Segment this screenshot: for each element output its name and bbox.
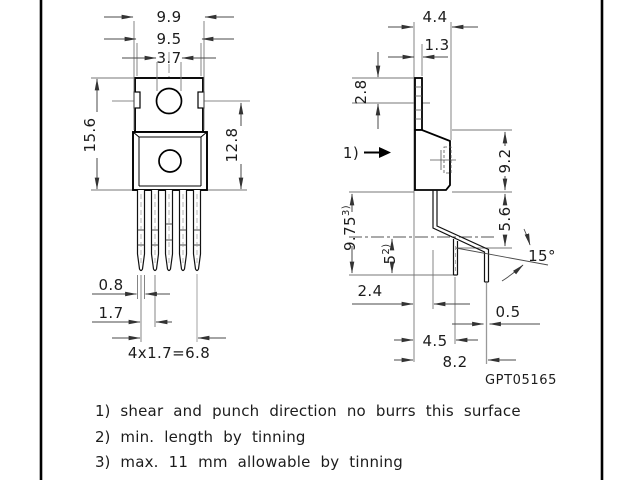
side-leads: [432, 190, 490, 283]
footnote-2-ref: 2): [95, 428, 111, 446]
dim-lead-width: 0.8: [98, 276, 123, 294]
dim-lead-pitch: 1.7: [98, 304, 123, 322]
front-body-outline: [132, 131, 208, 191]
dim-shoulder: 5.6: [496, 206, 514, 231]
dim-row2-offset: 8.2: [442, 353, 467, 371]
front-view: 9.9 9.5 3.7 15.6 12.8 0.8 1.7 4x1.7=6.8: [81, 8, 250, 362]
dim-body-thickness: 4.4: [422, 8, 447, 26]
bend-angle: [455, 228, 549, 282]
dim-row1-offset: 4.5: [422, 332, 447, 350]
footnote-3: 3) max. 11 mm allowable by tinning: [95, 453, 403, 471]
punch-direction-callout: 1): [343, 144, 391, 162]
body-hole: [158, 149, 182, 173]
frame-borders: [39, 0, 604, 480]
punch-direction-arrow-icon: [379, 147, 391, 158]
side-dimensions: [349, 24, 540, 363]
side-body-outline: [414, 129, 456, 191]
dim-tinning-length: 52): [381, 243, 399, 264]
dim-total-height: 15.6: [81, 118, 99, 153]
front-tab-outline: [133, 77, 205, 133]
footnote-1-ref: 1): [95, 402, 111, 420]
drawing-code: GPT05165: [485, 373, 557, 388]
footnote-2: 2) min. length by tinning: [95, 428, 306, 446]
footnote-1-text: shear and punch direction no burrs this …: [120, 402, 521, 420]
dim-body-depth: 9.2: [496, 148, 514, 173]
dim-lead-length: 9.753): [341, 205, 359, 251]
dim-lead-span: 4x1.7=6.8: [128, 344, 210, 362]
side-view: 1) 4.4 1.3 2.8 9.2 5.6 9.753) 52) 15° 2.…: [341, 8, 556, 371]
dim-lead-setback: 2.4: [357, 282, 382, 300]
side-tab-outline: [414, 77, 423, 131]
footnote-2-text: min. length by tinning: [120, 428, 306, 446]
mounting-hole: [155, 87, 183, 115]
front-dimensions: [92, 14, 244, 341]
dim-total-width: 9.9: [156, 8, 181, 26]
dim-hole-center: 2.8: [352, 79, 370, 104]
side-extension-lines: [349, 22, 512, 364]
dim-hole-diameter: 3.7: [156, 49, 181, 67]
footnote-1: 1) shear and punch direction no burrs thi…: [95, 402, 521, 420]
dim-bend-angle: 15°: [528, 247, 556, 265]
dim-tab-width: 9.5: [156, 30, 181, 48]
tab-notch-left: [133, 91, 141, 109]
dim-tab-thickness: 1.3: [424, 36, 449, 54]
callout-ref-label: 1): [343, 144, 359, 162]
front-leads: [136, 190, 202, 272]
footnote-3-text: max. 11 mm allowable by tinning: [120, 453, 403, 471]
hidden-hole: [430, 146, 456, 174]
dim-lead-thickness: 0.5: [495, 303, 520, 321]
tab-notch-right: [197, 91, 205, 109]
dim-body-height: 12.8: [223, 128, 241, 163]
footnote-3-ref: 3): [95, 453, 111, 471]
